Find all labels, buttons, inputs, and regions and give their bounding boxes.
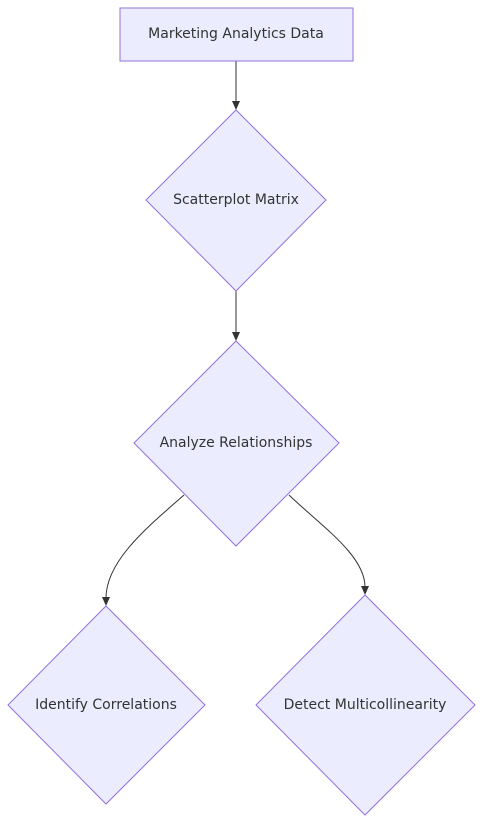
node-label-identify-correlations: Identify Correlations xyxy=(35,697,177,713)
node-detect-multicollinearity[interactable]: Detect Multicollinearity xyxy=(255,594,476,816)
arrowhead-icon xyxy=(102,597,110,606)
node-label-detect-multicollinearity: Detect Multicollinearity xyxy=(284,697,447,713)
node-scatterplot-matrix[interactable]: Scatterplot Matrix xyxy=(145,109,327,292)
node-marketing-analytics-data[interactable]: Marketing Analytics Data xyxy=(119,7,354,62)
nodes: Marketing Analytics Data Scatterplot Mat… xyxy=(7,7,476,816)
node-analyze-relationships[interactable]: Analyze Relationships xyxy=(133,340,340,547)
node-label-analyze-relationships: Analyze Relationships xyxy=(160,435,313,451)
node-label-marketing-analytics-data: Marketing Analytics Data xyxy=(148,26,324,42)
edges xyxy=(102,61,369,606)
node-identify-correlations[interactable]: Identify Correlations xyxy=(7,605,206,805)
arrowhead-icon xyxy=(361,586,369,595)
edge-analyze-to-detect xyxy=(288,494,369,595)
arrowhead-icon xyxy=(232,332,240,341)
node-label-scatterplot-matrix: Scatterplot Matrix xyxy=(173,192,299,208)
edge-marketing-to-scatterplot xyxy=(232,61,240,110)
edge-scatterplot-to-analyze xyxy=(232,291,240,341)
edge-analyze-to-identify xyxy=(102,494,185,606)
arrowhead-icon xyxy=(232,101,240,110)
